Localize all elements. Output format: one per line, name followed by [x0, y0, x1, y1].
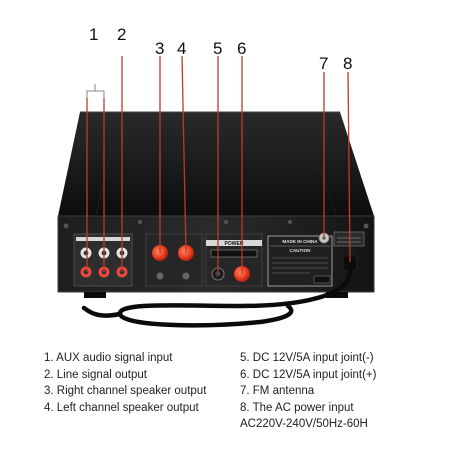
callout-number-6: 6	[237, 39, 247, 58]
legend-item: 1. AUX audio signal input	[44, 352, 173, 364]
caution-label: CAUTION	[290, 248, 312, 253]
callout-number-7: 7	[319, 54, 329, 73]
callout-bracket-1	[86, 90, 105, 98]
legend-left: 1. AUX audio signal input 2. Line signal…	[44, 350, 206, 416]
legend-item: 6. DC 12V/5A input joint(+)	[240, 368, 377, 381]
callout-number-2: 2	[117, 25, 127, 44]
callout-number-8: 8	[343, 54, 353, 73]
screw-icon	[363, 223, 369, 229]
power-cord	[81, 255, 358, 328]
legend-right: 5. DC 12V/5A input joint(-) 6. DC 12V/5A…	[240, 350, 376, 433]
screw-icon	[288, 220, 292, 224]
legend-item: 2. Line signal output	[44, 368, 147, 381]
power-label: POWER	[225, 241, 244, 247]
legend-item: AC220V-240V/50Hz-60H	[240, 418, 368, 430]
callout-number-5: 5	[213, 39, 223, 58]
leader-lines	[86, 55, 351, 274]
screw-icon	[138, 220, 142, 224]
screw-icon	[224, 220, 228, 224]
callout-number-4: 4	[177, 39, 187, 58]
foot	[326, 292, 348, 298]
legend-item: 4. Left channel speaker output	[44, 401, 199, 414]
legend-item: 7. FM antenna	[240, 385, 315, 397]
speaker-terminal-panel	[145, 233, 203, 287]
made-in-label: MADE IN CHINA	[282, 239, 318, 244]
legend-item: 5. DC 12V/5A input joint(-)	[240, 352, 374, 364]
callout-number-1: 1	[89, 25, 99, 44]
foot	[84, 292, 106, 298]
rca-jack-panel	[73, 233, 133, 287]
screw-icon	[63, 223, 69, 229]
callout-number-3: 3	[155, 39, 165, 58]
legend-item: 8. The AC power input	[240, 401, 354, 414]
chassis-top	[58, 112, 374, 216]
legend-item: 3. Right channel speaker output	[44, 385, 207, 397]
